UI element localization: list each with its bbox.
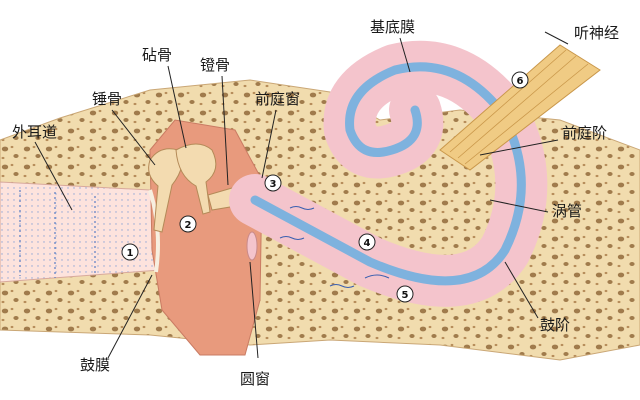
external-ear-canal (0, 181, 161, 283)
svg-text:5: 5 (402, 290, 409, 301)
marker-5: 5 (396, 285, 414, 303)
leader-lines (34, 31, 569, 359)
label-oval-window: 前庭窗 (255, 90, 300, 108)
round-window-shape (246, 231, 258, 261)
marker-4: 4 (358, 233, 376, 251)
middle-ear-cavity (149, 119, 263, 356)
label-scala-tympani: 鼓阶 (540, 316, 570, 334)
basilar-membrane-path (250, 62, 526, 286)
svg-text:1: 1 (127, 248, 134, 259)
nerve-fibers (449, 49, 589, 165)
marker-6: 6 (511, 71, 529, 89)
label-malleus: 锤骨 (92, 90, 122, 108)
label-external-ear-canal: 外耳道 (12, 123, 57, 141)
malleus-bone (148, 148, 183, 233)
svg-text:2: 2 (185, 220, 192, 231)
svg-text:4: 4 (364, 238, 371, 249)
marker-2: 2 (179, 215, 197, 233)
label-incus: 砧骨 (142, 46, 172, 64)
marker-1: 1 (121, 243, 139, 261)
incus-bone (175, 143, 217, 215)
marker-3: 3 (264, 174, 282, 192)
svg-text:3: 3 (270, 179, 277, 190)
canal-hair-lines (19, 190, 96, 278)
svg-text:6: 6 (517, 76, 524, 87)
label-stapes: 镫骨 (200, 56, 230, 74)
wave-lines (279, 206, 390, 288)
label-cochlear-duct: 涡管 (552, 202, 582, 220)
label-round-window: 圆窗 (240, 370, 270, 388)
label-auditory-nerve: 听神经 (574, 24, 619, 42)
label-basilar-membrane: 基底膜 (370, 18, 415, 36)
label-scala-vestibuli: 前庭阶 (562, 124, 607, 142)
label-eardrum: 鼓膜 (80, 356, 110, 374)
